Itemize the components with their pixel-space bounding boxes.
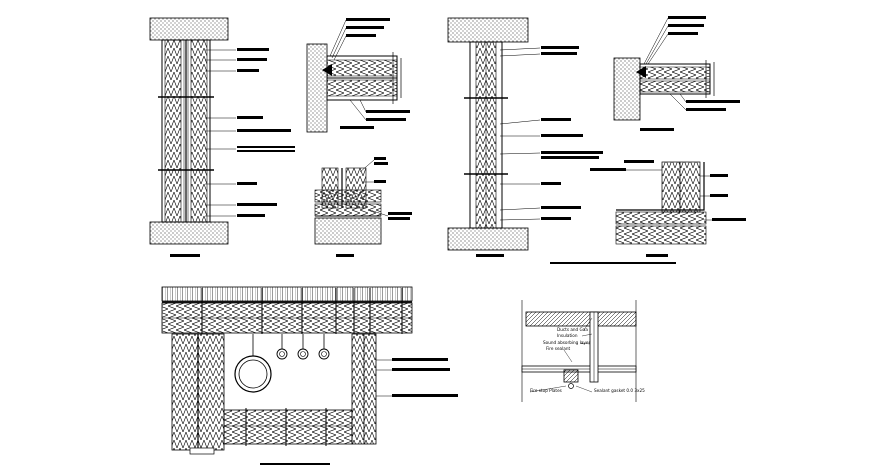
detail-8-penetration: Ducts and Gaa Insulation Sound absorbing… bbox=[521, 300, 645, 402]
detail-4-wall-section bbox=[447, 17, 603, 257]
label-sealant-gasket: Sealant gasket 0.0 3x25 bbox=[594, 388, 645, 393]
detail-6-corner-junction bbox=[550, 160, 746, 264]
label-fire-sealant: Fire sealant bbox=[546, 346, 571, 351]
label-ducts: Ducts and Gaa bbox=[557, 327, 588, 332]
label-insulation: Insulation bbox=[557, 333, 578, 338]
label-fire-stop-plates: Fire stop Plates bbox=[530, 388, 562, 393]
detail-7-shaft-plan bbox=[161, 286, 458, 465]
detail-1-wall-section bbox=[149, 17, 295, 257]
detail-3-base-junction bbox=[314, 157, 412, 257]
label-sound-absorbing-layer: Sound absorbing layer bbox=[543, 340, 590, 345]
detail-5-ceiling-junction bbox=[613, 16, 740, 131]
detail-2-ceiling-junction bbox=[306, 18, 410, 133]
